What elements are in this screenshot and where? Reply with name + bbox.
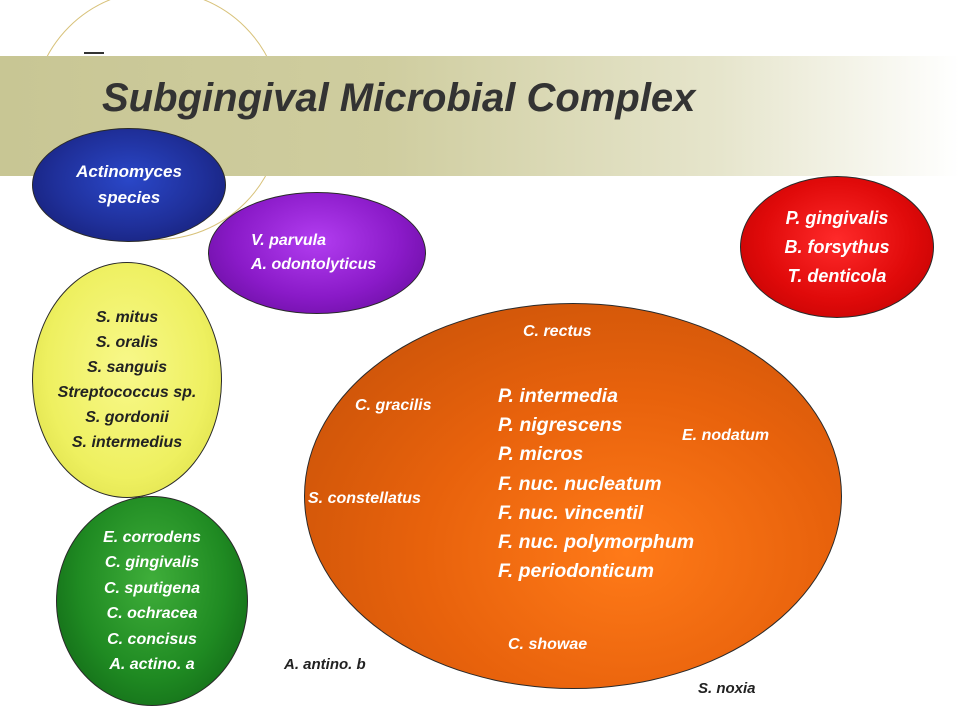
blue-complex-label: species (97, 188, 161, 207)
yellow-complex-species: S. gordonii (85, 409, 169, 426)
page-title: Subgingival Microbial Complex (102, 76, 696, 120)
purple-complex-species: A. odontolyticus (251, 256, 377, 273)
blue-complex-ellipse: Actinomyces species (32, 128, 226, 242)
green-complex-species: C. concisus (107, 630, 197, 648)
orange-peripheral-species: C. showae (508, 636, 588, 653)
green-complex-ellipse: E. corrodens C. gingivalis C. sputigena … (56, 496, 248, 706)
green-complex-species: C. sputigena (103, 579, 200, 597)
green-complex-species: E. corrodens (103, 528, 201, 546)
blue-complex-label: Actinomyces (76, 162, 182, 181)
orange-peripheral-species: E. nodatum (682, 427, 770, 444)
orange-peripheral-species: S. constellatus (308, 490, 421, 507)
yellow-complex-species: S. mitus (95, 309, 159, 326)
orange-core-species: F. periodonticum (498, 560, 654, 583)
purple-complex-species: V. parvula (251, 232, 327, 249)
orange-core-species: P. intermedia (498, 385, 618, 407)
red-complex-species: T. denticola (787, 265, 887, 286)
orange-peripheral-species: C. gracilis (355, 397, 432, 414)
yellow-complex-species: S. intermedius (71, 434, 183, 451)
orange-peripheral-species: C. rectus (523, 323, 592, 340)
yellow-complex-species: Streptococcus sp. (57, 384, 197, 401)
orange-core-species: P. micros (498, 443, 584, 466)
yellow-complex-species: S. oralis (95, 334, 159, 351)
decorative-dash (84, 52, 104, 54)
orange-complex-ellipse (304, 303, 842, 689)
yellow-complex-ellipse: S. mitus S. oralis S. sanguis Streptococ… (32, 262, 222, 498)
orange-core-species: F. nuc. vincentil (498, 501, 644, 524)
yellow-complex-species: S. sanguis (86, 359, 168, 376)
green-complex-species: C. gingivalis (104, 554, 200, 571)
orange-core-species: F. nuc. nucleatum (498, 472, 662, 495)
green-complex-species: C. ochracea (106, 605, 198, 622)
red-complex-species: B. forsythus (784, 236, 890, 257)
green-complex-species: A. actino. a (109, 656, 195, 673)
ungrouped-species-label: S. noxia (698, 680, 756, 697)
orange-complex-core-list: P. intermedia P. nigrescens P. micros F.… (498, 382, 694, 586)
orange-core-species: F. nuc. polymorphum (498, 531, 695, 554)
purple-complex-ellipse: V. parvula A. odontolyticus (208, 192, 426, 314)
red-complex-species: P. gingivalis (785, 207, 889, 228)
red-complex-ellipse: P. gingivalis B. forsythus T. denticola (740, 176, 934, 318)
ungrouped-species-label: A. antino. b (284, 656, 366, 673)
orange-core-species: P. nigrescens (498, 414, 623, 437)
